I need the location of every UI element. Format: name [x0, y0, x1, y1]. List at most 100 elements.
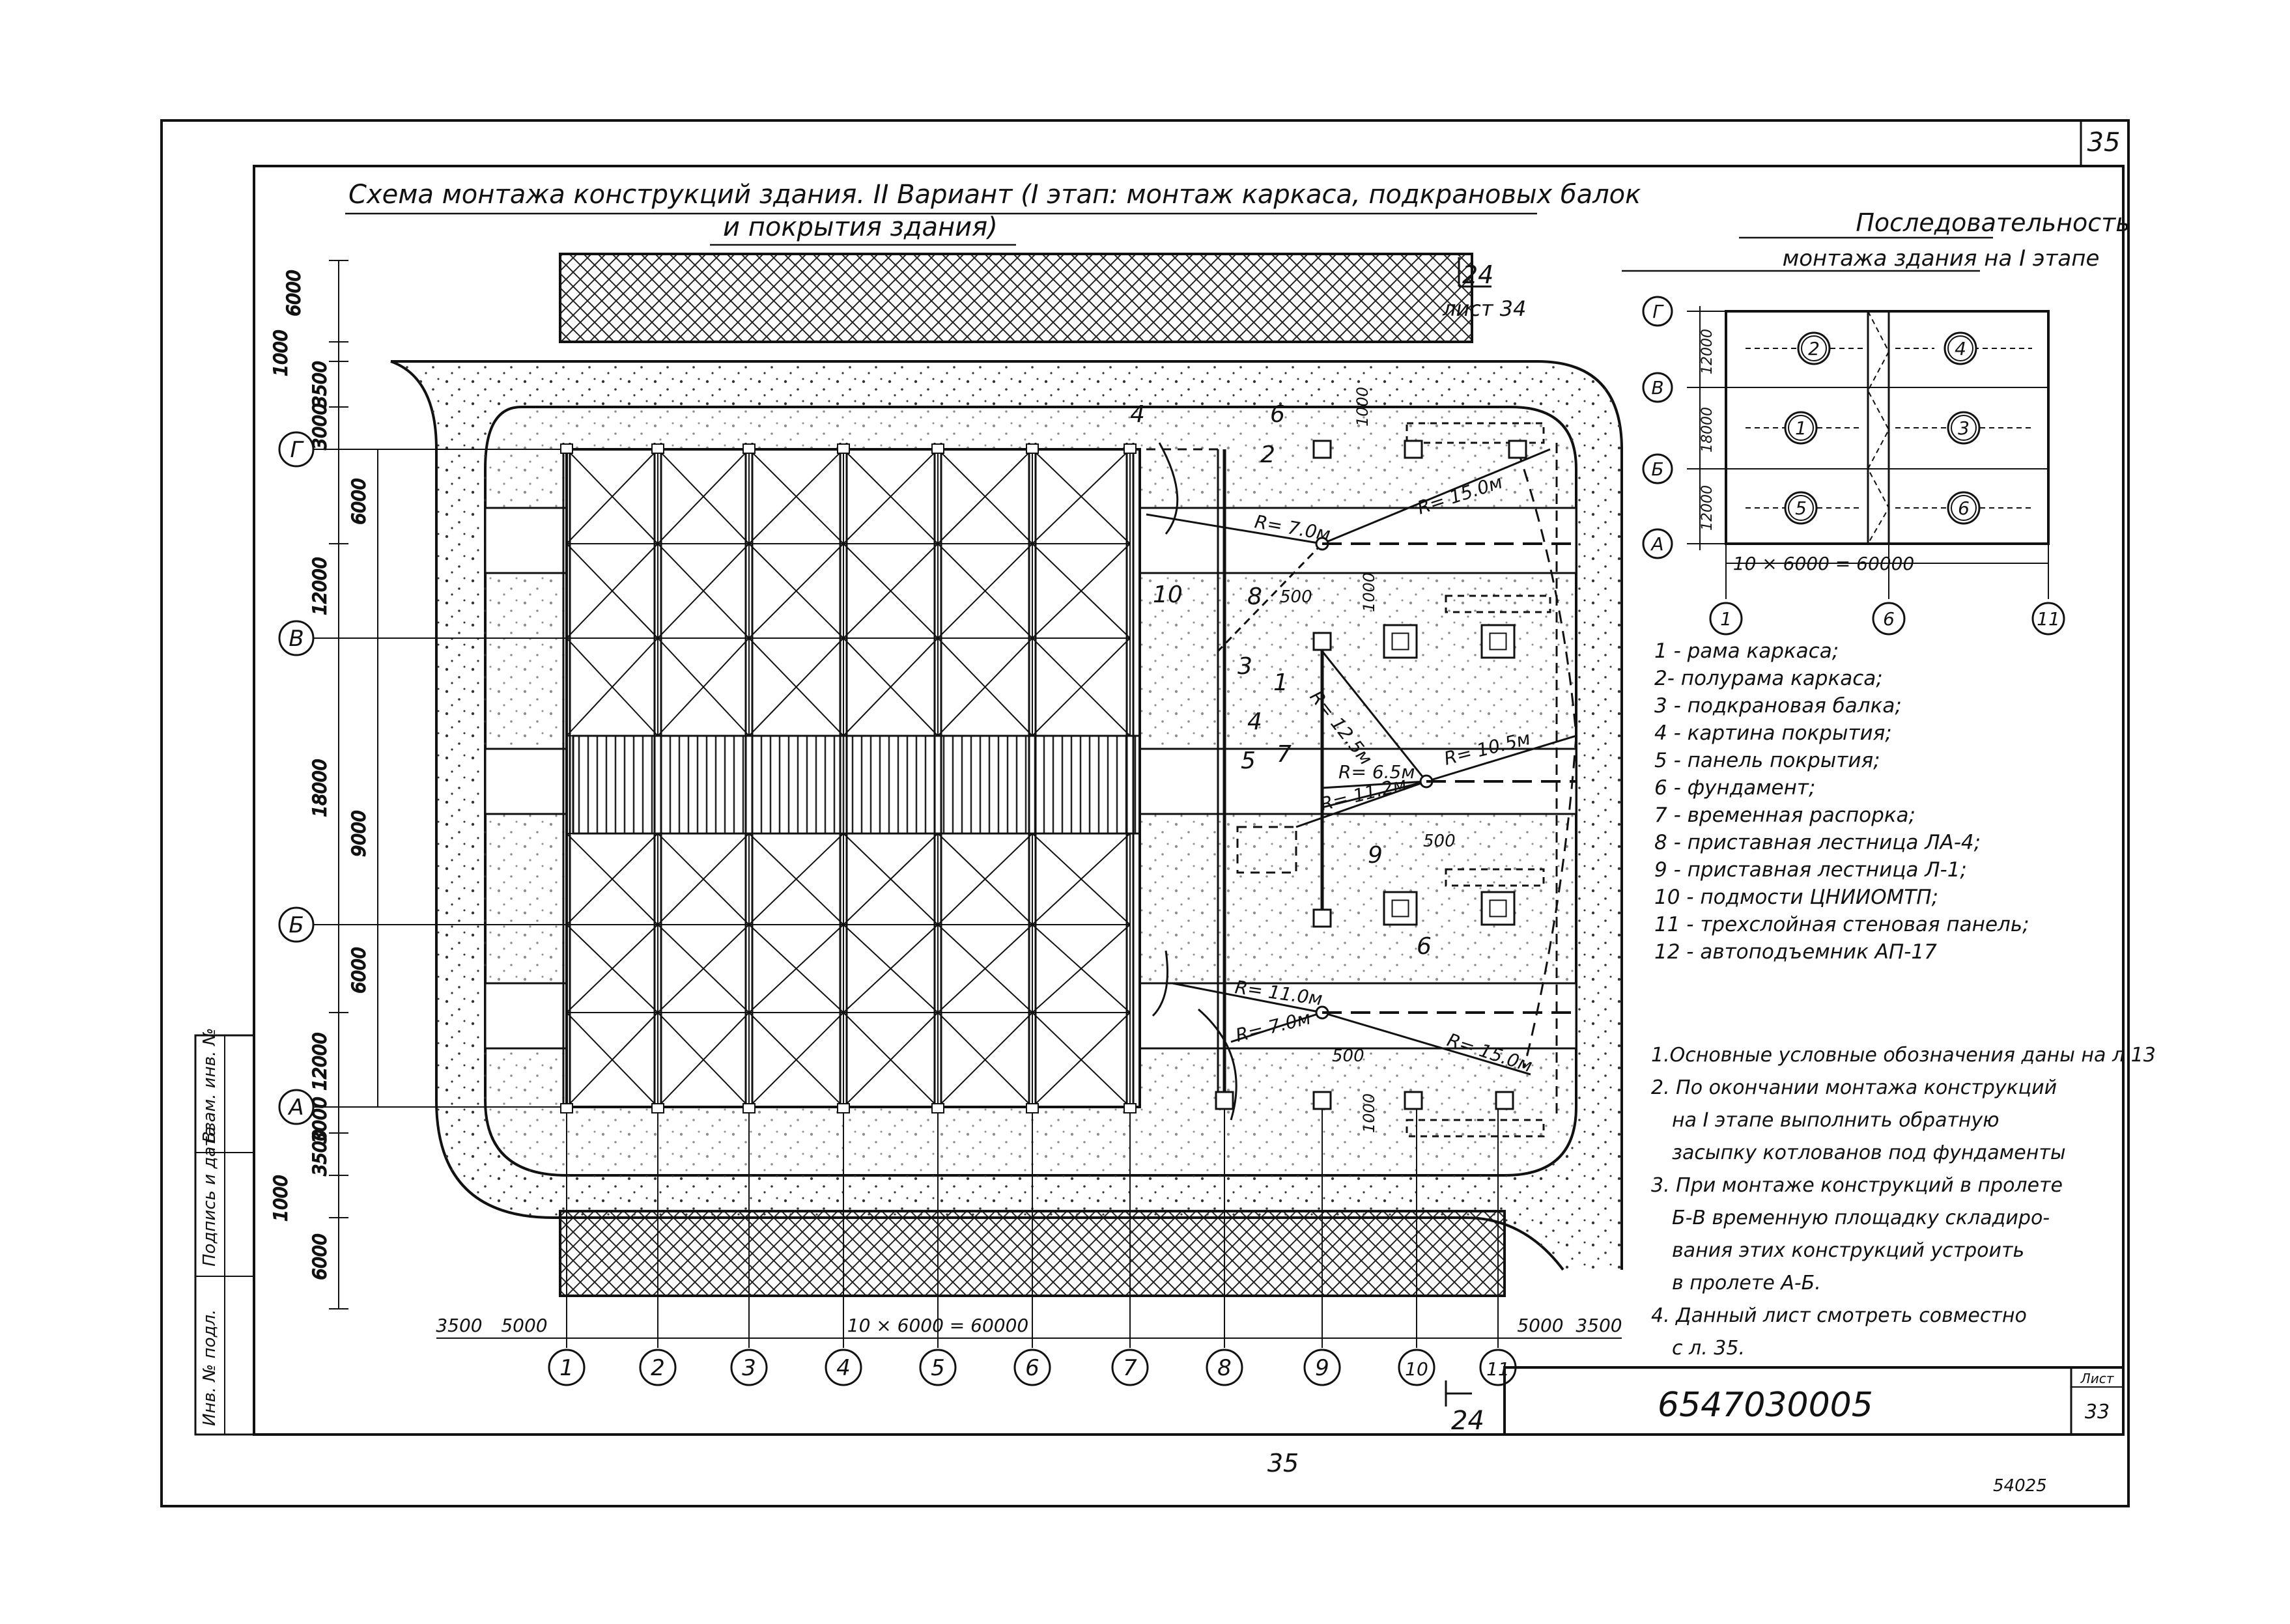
note-line: Б-В временную площадку складиро-	[1672, 1207, 2050, 1229]
frame-column	[560, 443, 573, 1113]
sequence-title1: Последовательность	[1856, 208, 2130, 237]
svg-text:Б: Б	[1651, 458, 1663, 480]
foundation	[1312, 908, 1332, 928]
axis-number-bubble: 3	[730, 1349, 768, 1386]
section-ref-sheet: лист 34	[1442, 296, 1526, 321]
axis-number-bubble: 11	[1479, 1349, 1517, 1386]
sequence-row-dim: 12000	[1699, 485, 1716, 531]
sequence-step-bubble: 6	[1947, 491, 1981, 525]
title-block-label: Лист	[2080, 1371, 2115, 1386]
callout-label: 4	[1130, 401, 1145, 428]
foundation	[1495, 1091, 1514, 1110]
inner-frame	[253, 165, 2125, 1436]
side-stamp-inv: Инв. № подл.	[200, 1309, 219, 1426]
bottom-dim: 5000	[501, 1315, 547, 1336]
radius-label: R= 6.5м	[1338, 761, 1415, 783]
callout-label: 6	[1270, 401, 1285, 428]
callout-label: 9	[1368, 842, 1383, 869]
roof-cover-cell	[937, 637, 1033, 736]
callout-label: 10	[1153, 581, 1183, 608]
frame-column	[1026, 443, 1039, 1113]
axis-number-bubble: 7	[1111, 1349, 1149, 1386]
sequence-step-bubble: 4	[1944, 331, 1977, 365]
svg-text:10: 10	[1405, 1358, 1428, 1380]
svg-text:Г: Г	[1652, 301, 1664, 322]
svg-text:А: А	[287, 1095, 304, 1121]
axis-number-bubble: 4	[825, 1349, 862, 1386]
foundation	[1383, 891, 1418, 926]
roof-cover-cell	[843, 1012, 939, 1108]
note-line: 4. Данный лист смотреть совместно	[1651, 1304, 2027, 1327]
legend-item: 8 - приставная лестница ЛА-4;	[1654, 831, 1981, 854]
callout-label: 3	[1237, 653, 1252, 680]
foundation	[1383, 624, 1418, 659]
axis-letter-bubble: Б	[278, 906, 315, 943]
svg-text:2: 2	[651, 1355, 665, 1381]
note-line: на I этапе выполнить обратную	[1672, 1109, 2000, 1132]
frame-column	[1124, 443, 1137, 1113]
axis-number-bubble: 8	[1206, 1349, 1243, 1386]
title-block-sheet: 33	[2085, 1401, 2110, 1423]
title-line1: Схема монтажа конструкций здания. II Вар…	[348, 180, 1641, 210]
left-dim-label: 12000	[309, 557, 330, 615]
callout-label: 2	[1260, 441, 1275, 468]
svg-text:3: 3	[742, 1355, 756, 1381]
svg-text:1: 1	[1720, 608, 1732, 630]
bottom-dim: 5000	[1517, 1315, 1563, 1336]
axis-number-bubble: 10	[1398, 1349, 1435, 1386]
note-line: в пролете А-Б.	[1672, 1272, 1821, 1295]
sequence-scheme	[1687, 306, 2050, 599]
roof-cover-cell	[566, 1012, 658, 1108]
dim-label: 1000	[1360, 1093, 1378, 1133]
svg-text:2: 2	[1808, 338, 1820, 359]
callout-label: 1	[1273, 669, 1288, 696]
note-line: 2. По окончании монтажа конструкций	[1651, 1076, 2057, 1099]
svg-text:В: В	[289, 626, 304, 652]
note-line: 1.Основные условные обозначения даны на …	[1651, 1044, 2156, 1067]
foundation	[1404, 440, 1423, 459]
left-dim-label: 1000	[270, 329, 291, 376]
frame-column	[742, 443, 756, 1113]
legend-item: 11 - трехслойная стеновая панель;	[1654, 913, 2029, 936]
note-line: с л. 35.	[1672, 1337, 1745, 1360]
left-dim-label: 12000	[309, 1032, 330, 1090]
section-ref-bottom: 24	[1451, 1406, 1484, 1436]
sequence-row-dim: 18000	[1699, 407, 1716, 453]
svg-text:7: 7	[1123, 1355, 1137, 1381]
sequence-row-bubble: А	[1642, 528, 1673, 559]
svg-text:4: 4	[1955, 338, 1966, 359]
frame-column	[837, 443, 850, 1113]
legend-item: 2- полурама каркаса;	[1654, 667, 1883, 690]
bottom-dim: 3500	[1576, 1315, 1622, 1336]
svg-text:4: 4	[836, 1355, 851, 1381]
svg-text:Б: Б	[289, 912, 304, 938]
roof-panels-strip	[572, 735, 1141, 835]
stamp-bottom-right: 54025	[1993, 1476, 2047, 1496]
note-line: 3. При монтаже конструкций в пролете	[1651, 1174, 2063, 1197]
dim-label: 500	[1280, 587, 1312, 607]
legend-item: 5 - панель покрытия;	[1654, 749, 1880, 772]
callout-label: 7	[1277, 741, 1292, 768]
legend-item: 6 - фундамент;	[1654, 776, 1815, 800]
page-number-bottom: 35	[1267, 1449, 1299, 1477]
side-stamp-replace: Взам. инв. №	[200, 1028, 219, 1143]
left-dim-label: 18000	[309, 759, 330, 817]
svg-text:А: А	[1650, 533, 1663, 555]
roof-cover-cell	[1032, 637, 1131, 736]
dim-label: 500	[1332, 1046, 1364, 1066]
legend-item: 3 - подкрановая балка;	[1654, 694, 1902, 718]
axis-letter-bubble: А	[278, 1089, 315, 1125]
svg-text:6: 6	[1958, 497, 1970, 519]
svg-text:8: 8	[1217, 1355, 1232, 1381]
frame-column	[931, 443, 944, 1113]
erection-zone	[1146, 422, 1577, 1138]
sequence-row-bubble: Г	[1642, 296, 1673, 327]
dim-label: 500	[1423, 832, 1456, 851]
dim-label: 1000	[1353, 387, 1372, 427]
foundation	[1312, 1091, 1332, 1110]
sequence-col-bubble: 1	[1709, 602, 1743, 636]
note-line: вания этих конструкций устроить	[1672, 1239, 2024, 1262]
sequence-col-bubble: 11	[2031, 602, 2065, 636]
erected-structure	[565, 448, 1141, 1108]
